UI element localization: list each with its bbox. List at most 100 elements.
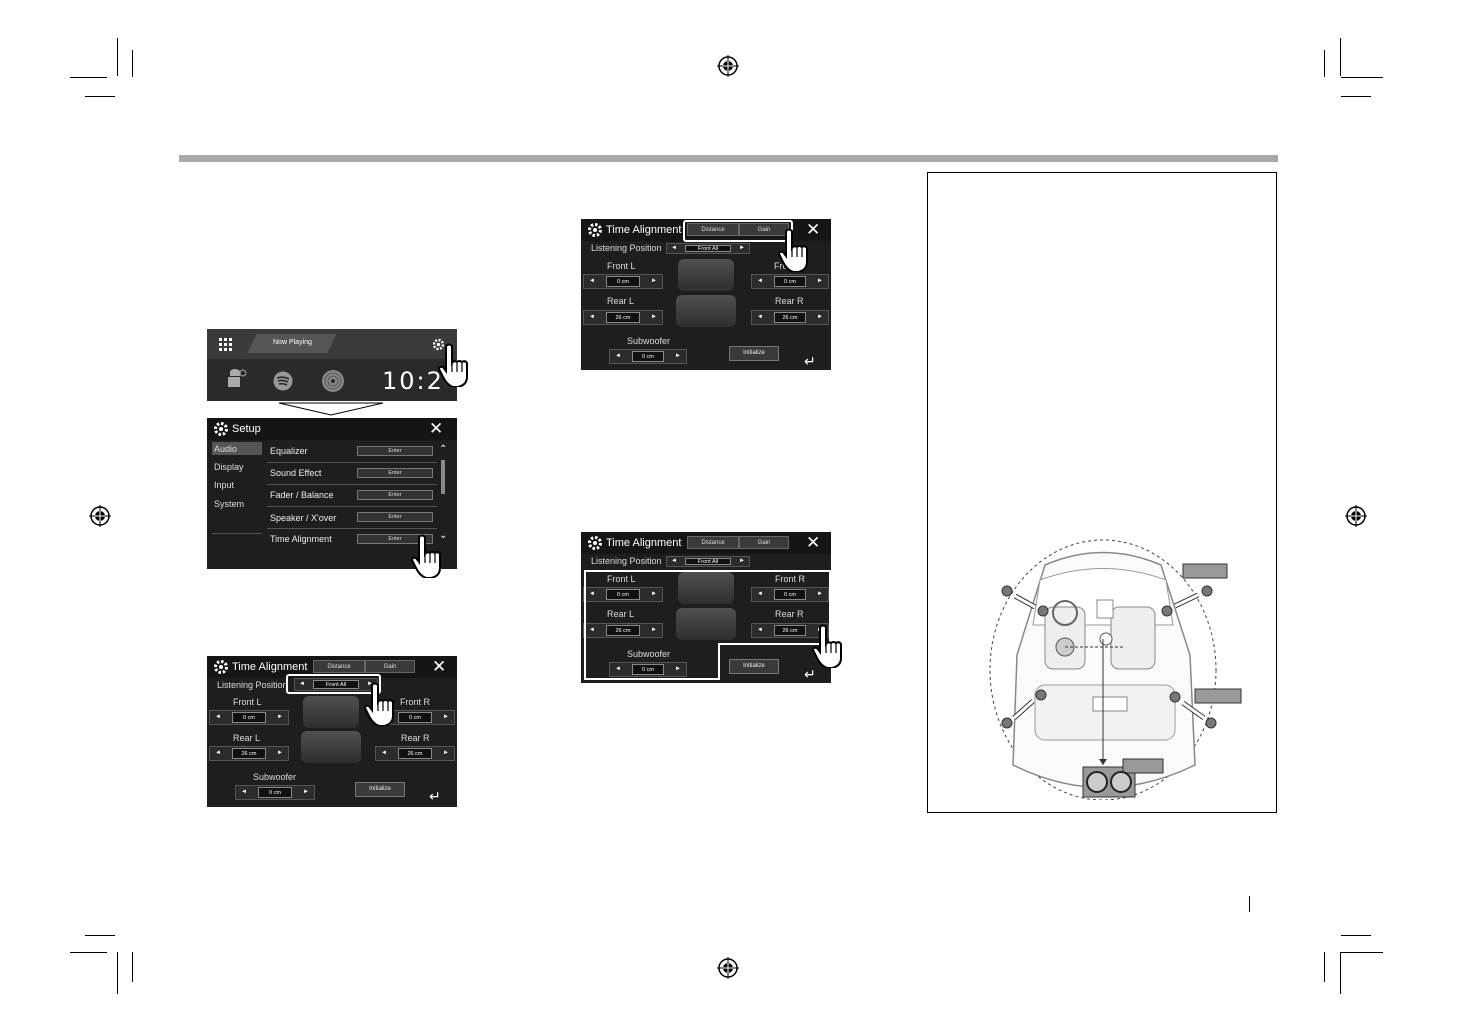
arrow-left-icon[interactable]: ◄: [757, 627, 763, 633]
close-icon[interactable]: ✕: [806, 533, 821, 552]
setup-title: Setup: [232, 423, 261, 435]
arrow-right-icon[interactable]: ►: [739, 245, 745, 251]
front-l-control[interactable]: ◄0 cm►: [583, 274, 663, 289]
subwoofer-control[interactable]: ◄0 cm►: [609, 662, 687, 677]
listening-position-selector[interactable]: ◄Front All►: [666, 556, 750, 567]
crop-mark: [85, 935, 115, 936]
close-icon[interactable]: ✕: [806, 220, 821, 239]
front-r-control[interactable]: ◄0 cm►: [751, 274, 829, 289]
rear-l-control[interactable]: ◄26 cm►: [583, 623, 663, 638]
arrow-right-icon[interactable]: ►: [277, 750, 283, 756]
spotify-icon[interactable]: [273, 371, 293, 391]
arrow-right-icon[interactable]: ►: [367, 681, 373, 687]
menu-item-audio[interactable]: Audio: [214, 444, 238, 454]
tab-distance[interactable]: Distance: [687, 223, 739, 236]
enter-button[interactable]: Enter: [357, 490, 433, 500]
arrow-right-icon[interactable]: ►: [817, 314, 823, 320]
gear-icon: [588, 536, 602, 550]
menu-item-input[interactable]: Input: [214, 480, 235, 490]
rear-r-label: Rear R: [775, 296, 804, 306]
close-icon[interactable]: ✕: [429, 419, 444, 438]
arrow-left-icon[interactable]: ◄: [671, 245, 677, 251]
arrow-left-icon[interactable]: ◄: [215, 750, 221, 756]
front-l-label: Front L: [607, 261, 636, 271]
arrow-left-icon[interactable]: ◄: [381, 750, 387, 756]
rear-r-control[interactable]: ◄26 cm►: [375, 746, 455, 761]
arrow-left-icon[interactable]: ◄: [215, 714, 221, 720]
flow-arrow-icon: [278, 402, 384, 416]
arrow-right-icon[interactable]: ►: [675, 666, 681, 672]
arrow-left-icon[interactable]: ◄: [757, 314, 763, 320]
arrow-right-icon[interactable]: ►: [651, 627, 657, 633]
arrow-right-icon[interactable]: ►: [651, 591, 657, 597]
crop-mark: [85, 96, 115, 97]
gear-icon[interactable]: [432, 338, 445, 351]
front-r-label: Front R: [775, 574, 806, 584]
scroll-up-icon[interactable]: ⌃: [439, 444, 448, 455]
rear-l-control[interactable]: ◄26 cm►: [583, 310, 663, 325]
arrow-left-icon[interactable]: ◄: [615, 666, 621, 672]
arrow-left-icon[interactable]: ◄: [615, 353, 621, 359]
crop-mark: [1340, 952, 1341, 994]
enter-button[interactable]: Enter: [357, 468, 433, 478]
initialize-button[interactable]: Initialize: [729, 346, 779, 361]
initialize-button[interactable]: Initialize: [355, 782, 405, 797]
arrow-left-icon[interactable]: ◄: [757, 591, 763, 597]
scrollbar[interactable]: [441, 460, 445, 494]
back-icon[interactable]: ↵: [804, 666, 816, 682]
enter-button[interactable]: Enter: [357, 534, 433, 544]
rear-l-control[interactable]: ◄26 cm►: [209, 746, 289, 761]
arrow-left-icon[interactable]: ◄: [589, 314, 595, 320]
tab-gain[interactable]: Gain: [739, 536, 789, 549]
front-l-control[interactable]: ◄0 cm►: [209, 710, 289, 725]
rear-r-value: 26 cm: [774, 312, 806, 323]
menu-item-display[interactable]: Display: [214, 462, 244, 472]
front-r-control[interactable]: ◄0 cm►: [375, 710, 455, 725]
disc-icon[interactable]: [321, 369, 345, 393]
arrow-right-icon[interactable]: ►: [651, 278, 657, 284]
arrow-right-icon[interactable]: ►: [817, 278, 823, 284]
arrow-left-icon[interactable]: ◄: [299, 681, 305, 687]
arrow-right-icon[interactable]: ►: [651, 314, 657, 320]
arrow-right-icon[interactable]: ►: [675, 353, 681, 359]
arrow-left-icon[interactable]: ◄: [589, 627, 595, 633]
setup-screen: Setup ✕ Audio Display Input System Equal…: [207, 418, 457, 569]
rear-r-label: Rear R: [401, 733, 430, 743]
enter-button[interactable]: Enter: [357, 446, 433, 456]
android-auto-icon[interactable]: [223, 367, 247, 393]
grid-icon[interactable]: [219, 338, 232, 351]
crop-mark: [132, 50, 133, 77]
arrow-right-icon[interactable]: ►: [443, 714, 449, 720]
listening-position-value: Front All: [313, 680, 359, 689]
arrow-right-icon[interactable]: ►: [443, 750, 449, 756]
arrow-left-icon[interactable]: ◄: [589, 278, 595, 284]
subwoofer-control[interactable]: ◄0 cm►: [609, 349, 687, 364]
initialize-button[interactable]: Initialize: [729, 659, 779, 674]
rear-r-control[interactable]: ◄26 cm►: [751, 623, 829, 638]
subwoofer-control[interactable]: ◄0 cm►: [235, 785, 315, 800]
close-icon[interactable]: ✕: [432, 657, 447, 676]
listening-position-selector[interactable]: ◄ Front All ►: [294, 678, 378, 691]
arrow-left-icon[interactable]: ◄: [671, 558, 677, 564]
enter-button[interactable]: Enter: [357, 512, 433, 522]
listening-position-selector[interactable]: ◄Front All►: [666, 243, 750, 254]
menu-item-system[interactable]: System: [214, 499, 245, 509]
front-l-control[interactable]: ◄0 cm►: [583, 587, 663, 602]
front-l-label: Front L: [233, 697, 262, 707]
arrow-left-icon[interactable]: ◄: [241, 789, 247, 795]
arrow-right-icon[interactable]: ►: [303, 789, 309, 795]
back-icon[interactable]: ↵: [804, 353, 816, 369]
scroll-down-icon[interactable]: ⌄: [439, 530, 448, 541]
back-icon[interactable]: ↵: [429, 788, 441, 804]
arrow-right-icon[interactable]: ►: [277, 714, 283, 720]
arrow-right-icon[interactable]: ►: [739, 558, 745, 564]
tab-distance[interactable]: Distance: [687, 536, 739, 549]
tap-hand-icon: [410, 534, 441, 578]
front-r-control[interactable]: ◄0 cm►: [751, 587, 829, 602]
arrow-left-icon[interactable]: ◄: [589, 591, 595, 597]
rear-r-control[interactable]: ◄ 26 cm ►: [751, 310, 829, 325]
arrow-left-icon[interactable]: ◄: [757, 278, 763, 284]
tab-gain[interactable]: Gain: [365, 660, 415, 673]
tab-distance[interactable]: Distance: [313, 660, 365, 673]
arrow-right-icon[interactable]: ►: [817, 591, 823, 597]
